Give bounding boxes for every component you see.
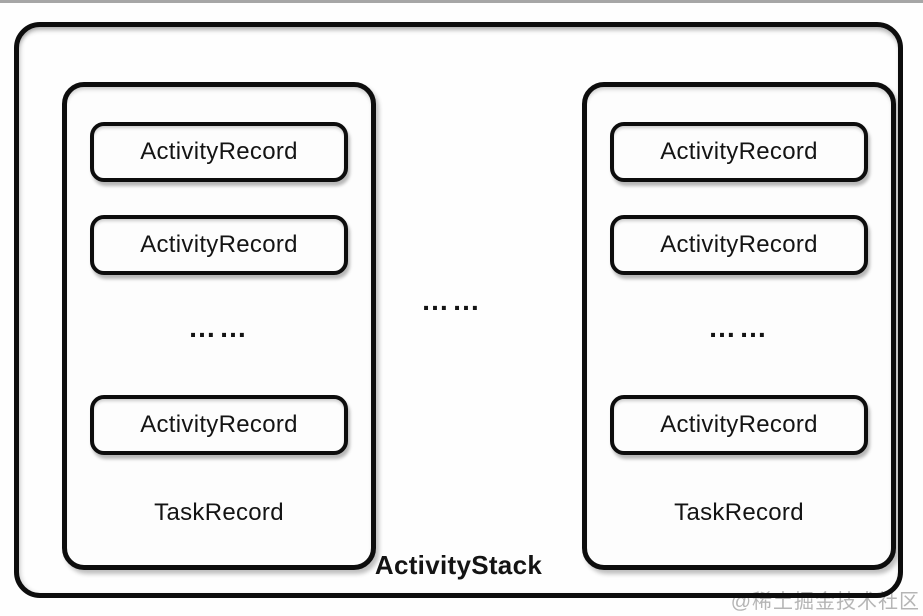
activity-record-box: ActivityRecord — [90, 122, 348, 182]
task-record-box-left: ActivityRecord ActivityRecord …… Activit… — [62, 82, 376, 570]
ellipsis-more-activities: …… — [708, 312, 770, 343]
activity-record-label: ActivityRecord — [660, 138, 818, 165]
activity-record-box: ActivityRecord — [610, 395, 868, 455]
task-record-label: TaskRecord — [674, 499, 804, 526]
activity-stack-box: ActivityRecord ActivityRecord …… Activit… — [14, 22, 903, 598]
activity-record-label: ActivityRecord — [660, 411, 818, 438]
activity-record-box: ActivityRecord — [610, 215, 868, 275]
task-record-label: TaskRecord — [154, 499, 284, 526]
ellipsis-more-tasks: …… — [421, 285, 483, 316]
activity-stack-label: ActivityStack — [374, 550, 543, 580]
activity-record-label: ActivityRecord — [140, 231, 298, 258]
task-record-box-right: ActivityRecord ActivityRecord …… Activit… — [582, 82, 896, 570]
activity-record-box: ActivityRecord — [610, 122, 868, 182]
top-edge-strip — [0, 0, 923, 3]
activity-record-box: ActivityRecord — [90, 395, 348, 455]
activity-record-label: ActivityRecord — [140, 411, 298, 438]
ellipsis-more-activities: …… — [188, 312, 250, 343]
activity-record-box: ActivityRecord — [90, 215, 348, 275]
activity-record-label: ActivityRecord — [140, 138, 298, 165]
activity-record-label: ActivityRecord — [660, 231, 818, 258]
